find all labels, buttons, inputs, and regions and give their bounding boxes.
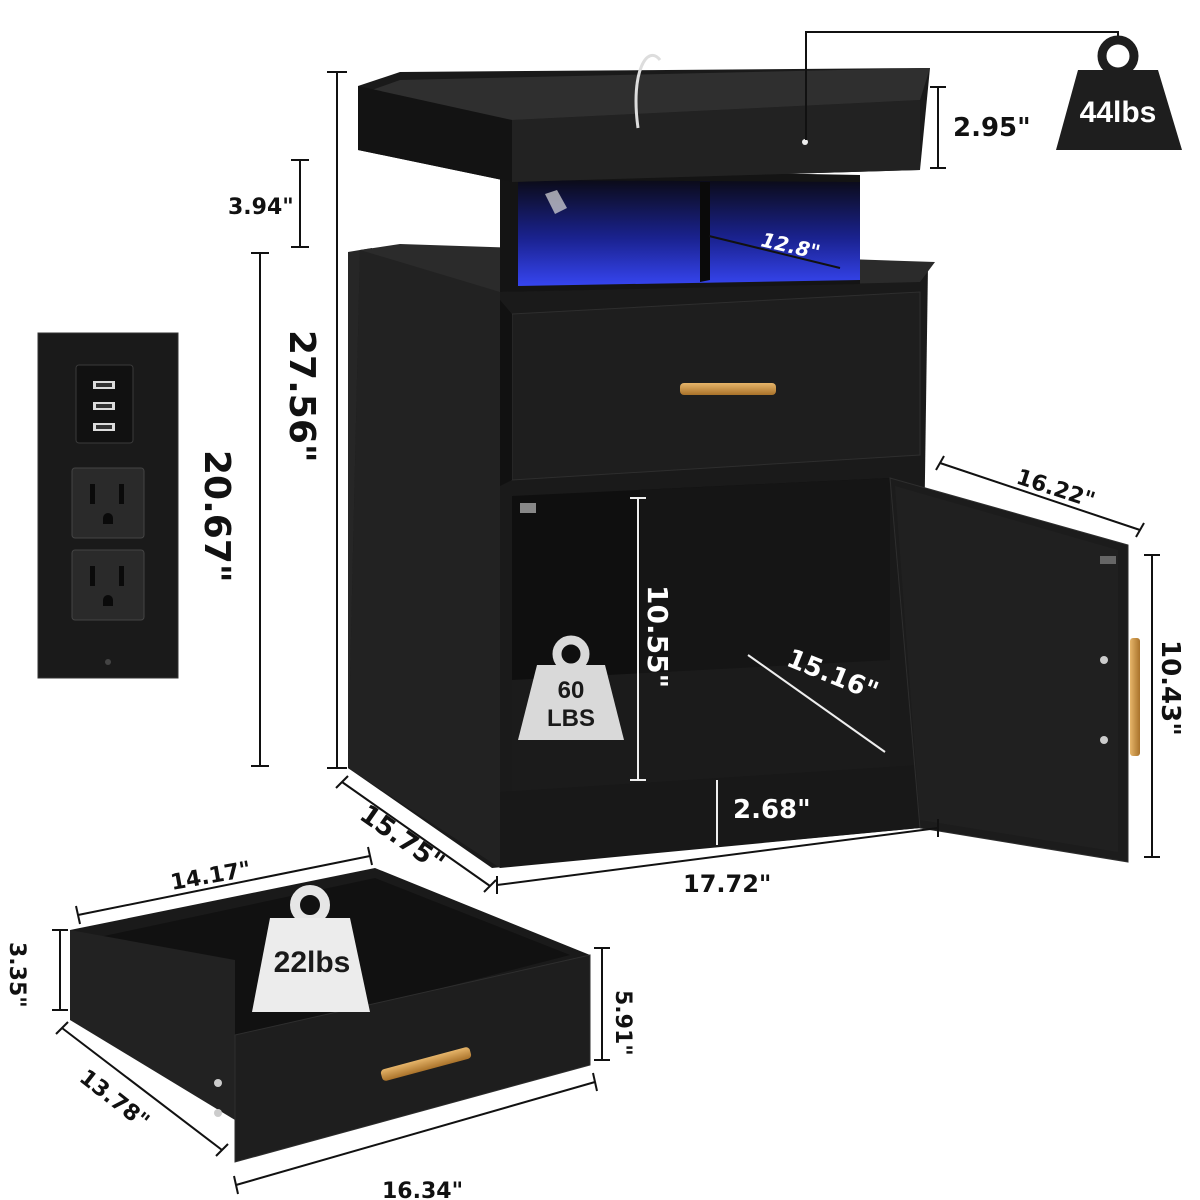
- dim-door-height: 10.43": [1155, 640, 1185, 736]
- power-outlet-icon: [71, 549, 145, 621]
- dim-drawer-inner-height: 3.35": [4, 942, 29, 1008]
- dim-riser-height: 3.94": [228, 195, 294, 220]
- usb-port-icon: [75, 364, 134, 444]
- dim-drawer-front-width: 16.34": [382, 1179, 463, 1200]
- top-weight-capacity: 44lbs: [1080, 96, 1157, 129]
- dim-drawer-width: 14.17": [169, 857, 253, 896]
- cabinet-weight-value: 60: [558, 677, 585, 704]
- drawer-weight-capacity: 22lbs: [274, 946, 351, 979]
- dim-door-width: 16.22": [1013, 465, 1098, 514]
- power-strip-panel: [37, 332, 179, 679]
- dim-drawer-front-height: 5.91": [610, 990, 635, 1056]
- dim-drawer-depth: 13.78": [74, 1065, 153, 1135]
- dim-cabinet-inner-height: 10.55": [641, 585, 674, 688]
- weight-icon: [252, 885, 370, 1012]
- drawer-handle: [680, 383, 776, 395]
- weight-icon: [518, 635, 624, 740]
- dim-cabinet-height: 20.67": [196, 450, 237, 583]
- cabinet-weight-unit: LBS: [547, 705, 595, 732]
- weight-icon: [1056, 35, 1182, 150]
- dim-total-height: 27.56": [281, 330, 322, 463]
- door-handle: [1130, 638, 1140, 756]
- power-outlet-icon: [71, 467, 145, 539]
- nightstand: [348, 53, 1140, 868]
- dim-width: 17.72": [683, 870, 771, 898]
- dimension-lines: [52, 31, 1160, 1195]
- dim-base-height: 2.68": [733, 795, 811, 825]
- dim-tray-height: 2.95": [953, 113, 1031, 143]
- drawer-detail-handle: [380, 1047, 472, 1081]
- led-shelf-glow: [518, 180, 860, 286]
